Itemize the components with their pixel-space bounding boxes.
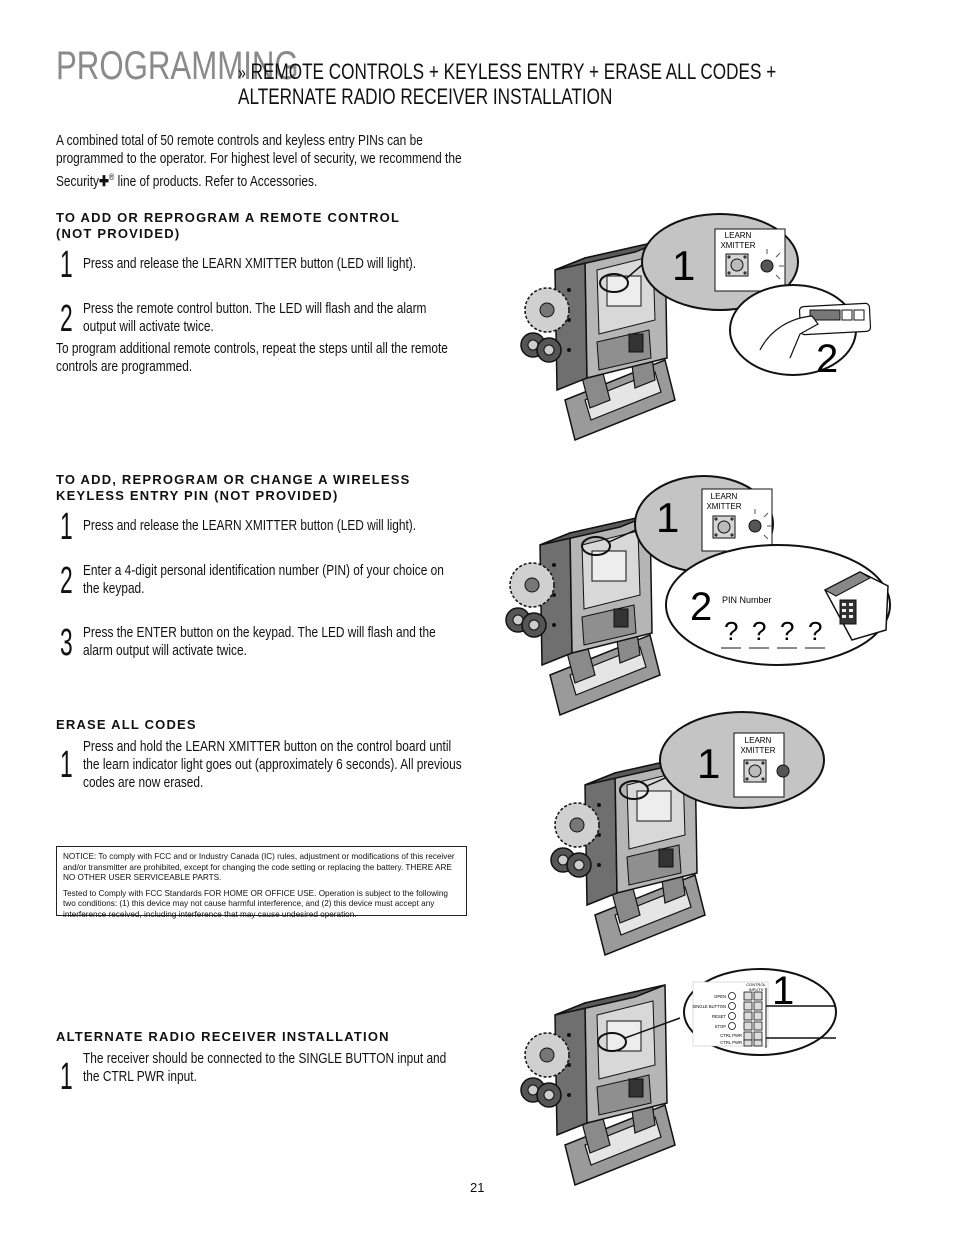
keyless-step-1-text: Press and release the LEARN XMITTER butt…: [83, 518, 417, 534]
fig2-callout-2: 2: [690, 585, 712, 629]
fig1-learn-label-2: XMITTER: [720, 241, 755, 250]
title-separator: »: [238, 63, 246, 83]
figure-keyless-programming: LEARN XMITTER 1 2 PIN Number ? ? ? ?: [505, 475, 891, 716]
fig3-callout-1: 1: [697, 740, 720, 787]
fig3-learn-label-2: XMITTER: [740, 746, 775, 755]
keypad-icon: [823, 571, 889, 641]
page-subtitle: » REMOTE CONTROLS + KEYLESS ENTRY + ERAS…: [238, 60, 831, 109]
erase-step-1-number: 1: [60, 744, 73, 786]
keyless-step-2-text: Enter a 4-digit personal identification …: [83, 563, 444, 597]
remote-step-1-text: Press and release the LEARN XMITTER butt…: [83, 256, 417, 272]
keyless-heading-line2: KEYLESS ENTRY PIN (NOT PROVIDED): [56, 488, 339, 503]
fcc-notice-box: NOTICE: To comply with FCC and or Indust…: [56, 846, 467, 919]
ctrl-input-open: OPEN: [714, 994, 726, 999]
intro-text-start: A combined total of 50 remote controls a…: [56, 133, 462, 190]
subtitle-text: REMOTE CONTROLS + KEYLESS ENTRY + ERASE …: [238, 59, 777, 109]
keyless-step-2-number: 2: [60, 560, 73, 602]
remote-step-2-text: Press the remote control button. The LED…: [83, 301, 427, 335]
ctrl-input-ctrl-pwr-1: CTRL PWR: [720, 1033, 742, 1038]
fcc-notice-paragraph-2: Tested to Comply with FCC Standards FOR …: [63, 888, 448, 919]
remote-step-1-number: 1: [60, 244, 73, 286]
fcc-notice-paragraph-1: NOTICE: To comply with FCC and or Indust…: [63, 852, 455, 882]
fig1-callout-1: 1: [672, 242, 695, 289]
registered-mark: ®: [108, 172, 115, 182]
keyless-heading-line1: TO ADD, REPROGRAM OR CHANGE A WIRELESS: [56, 472, 411, 487]
control-inputs-title-2: INPUTS: [749, 987, 764, 992]
alt-radio-section-heading: ALTERNATE RADIO RECEIVER INSTALLATION: [56, 1029, 390, 1044]
page-title: PROGRAMMING: [56, 44, 299, 88]
remote-note: To program additional remote controls, r…: [56, 341, 448, 375]
remote-section-heading: TO ADD OR REPROGRAM A REMOTE CONTROL (NO…: [56, 210, 486, 242]
keyless-step-1-number: 1: [60, 506, 73, 548]
figure-remote-programming: LEARN XMITTER 1 2: [520, 213, 872, 441]
fig2-learn-label-2: XMITTER: [706, 502, 741, 511]
figure-erase-codes: LEARN XMITTER 1: [550, 711, 825, 956]
page-number: 21: [470, 1180, 485, 1195]
keyless-step-3-text: Press the ENTER button on the keypad. Th…: [83, 625, 436, 659]
ctrl-input-single-button: SINGLE BUTTON: [692, 1004, 726, 1009]
ctrl-input-stop: STOP: [715, 1024, 727, 1029]
pin-digit-1: ?: [724, 616, 738, 646]
pin-number-label: PIN Number: [722, 595, 772, 605]
fig4-callout-1: 1: [772, 969, 794, 1013]
control-inputs-title-1: CONTROL: [746, 982, 766, 987]
pin-digit-3: ?: [780, 616, 794, 646]
figure-alt-radio-receiver: CONTROL INPUTS OPEN SINGLE BUTTON RESET …: [520, 968, 837, 1186]
fig2-learn-label-1: LEARN: [711, 492, 738, 501]
keyless-step-3-number: 3: [60, 622, 73, 664]
alt-radio-step-1-text: The receiver should be connected to the …: [83, 1051, 447, 1085]
ctrl-input-ctrl-pwr-2: CTRL PWR: [720, 1040, 742, 1045]
fig1-callout-2: 2: [816, 337, 838, 381]
fig2-callout-1: 1: [656, 494, 679, 541]
remote-heading-line1: TO ADD OR REPROGRAM A REMOTE CONTROL: [56, 210, 401, 225]
security-plus-icon: ✚: [98, 173, 109, 190]
alt-radio-step-1-number: 1: [60, 1056, 73, 1098]
fig1-learn-label-1: LEARN: [725, 231, 752, 240]
erase-section-heading: ERASE ALL CODES: [56, 717, 197, 732]
pin-digit-4: ?: [808, 616, 822, 646]
erase-step-1-text: Press and hold the LEARN XMITTER button …: [83, 739, 462, 791]
fig3-learn-label-1: LEARN: [745, 736, 772, 745]
intro-text-end: line of products. Refer to Accessories.: [114, 173, 318, 190]
ctrl-input-reset: RESET: [712, 1014, 726, 1019]
remote-heading-line2: (NOT PROVIDED): [56, 226, 181, 241]
remote-step-2-number: 2: [60, 298, 73, 340]
pin-digit-2: ?: [752, 616, 766, 646]
intro-paragraph: A combined total of 50 remote controls a…: [56, 132, 462, 191]
keyless-section-heading: TO ADD, REPROGRAM OR CHANGE A WIRELESS K…: [56, 472, 486, 504]
